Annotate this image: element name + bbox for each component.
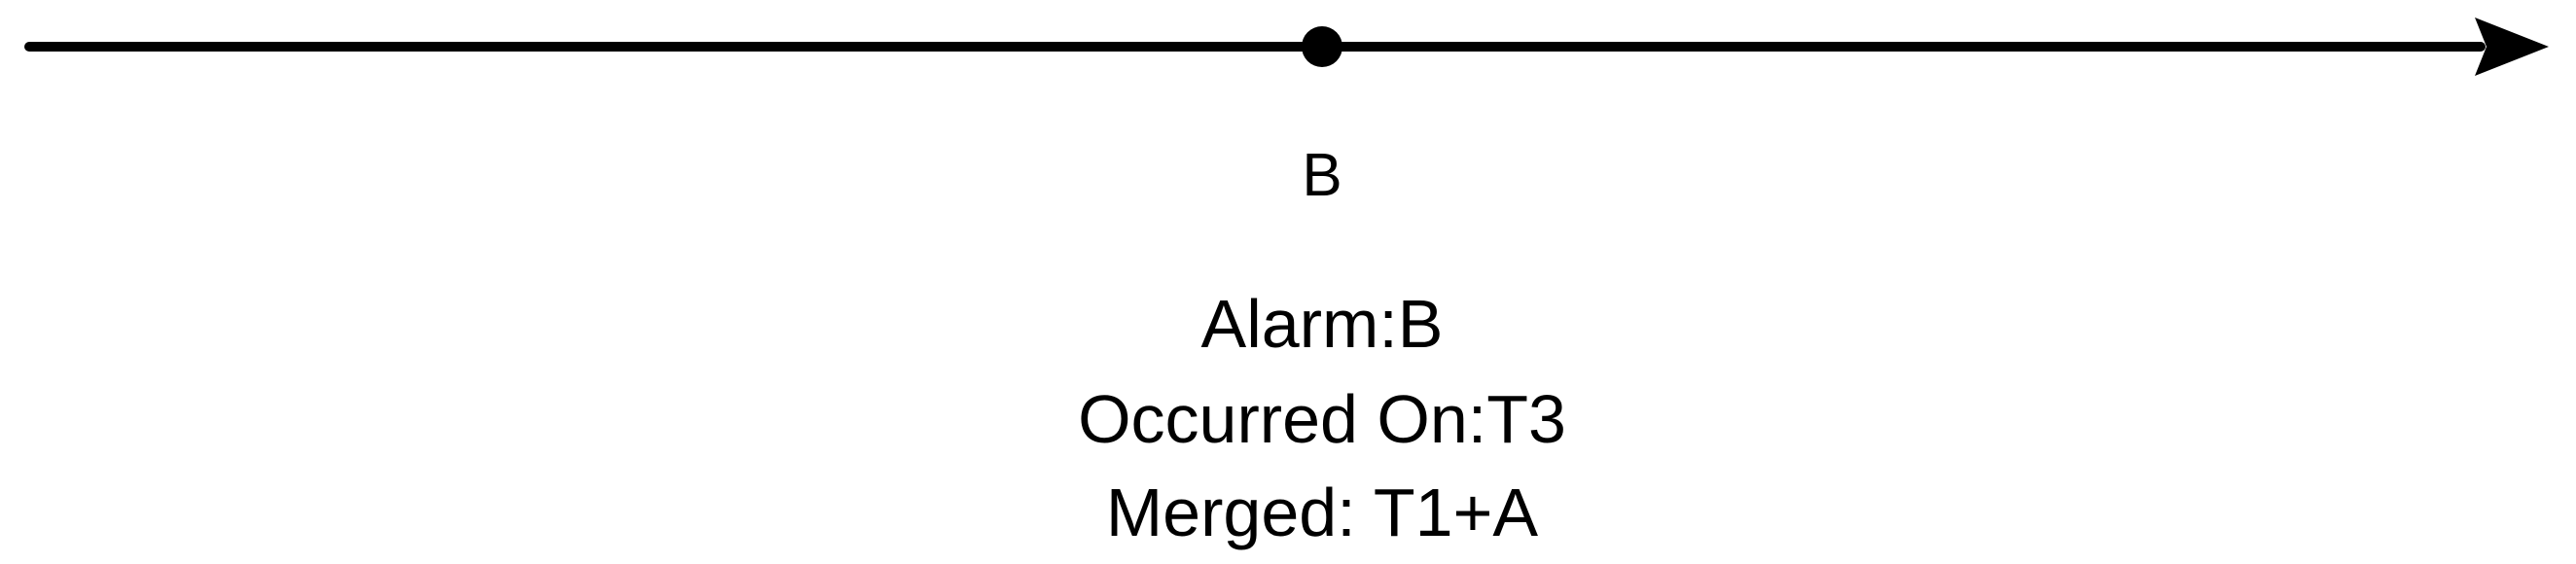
event-label: B xyxy=(1302,142,1342,209)
event-marker-b xyxy=(1302,26,1342,67)
timeline-arrowhead xyxy=(2475,18,2549,76)
occurred-on-detail-text: Occurred On:T3 xyxy=(1078,381,1566,457)
alarm-detail-text: Alarm:B xyxy=(1200,286,1444,362)
merged-detail-text: Merged: T1+A xyxy=(1105,475,1539,550)
